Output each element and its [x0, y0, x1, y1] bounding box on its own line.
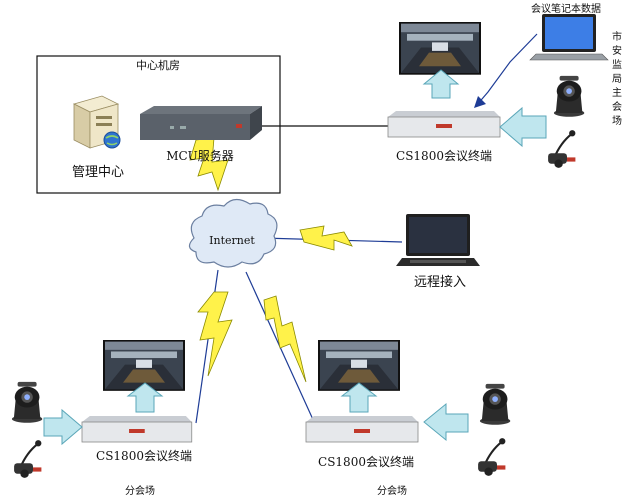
- management-label: 管理中心: [72, 165, 124, 180]
- remote-access-label: 远程接入: [414, 274, 466, 290]
- conference-terminal-icon: [81, 415, 193, 443]
- lightning-links: [189, 137, 353, 383]
- main-site-char: 市: [612, 30, 622, 43]
- microphone-icon: [13, 439, 43, 479]
- microphone-icon: [547, 129, 577, 169]
- branch-right-site-label: 分会场: [377, 484, 407, 497]
- management-server-icon: [72, 95, 121, 149]
- main-site-char: 监: [612, 58, 622, 71]
- main-site-char: 安: [612, 44, 622, 57]
- bolt-cloud-branch-right: [263, 295, 307, 383]
- laptop-link-arrowhead: [474, 96, 486, 108]
- branch-left-site-label: 分会场: [125, 484, 155, 497]
- cloud-label: Internet: [209, 234, 255, 247]
- mcu-server-icon: [140, 106, 262, 140]
- main-site-char: 主: [612, 87, 622, 99]
- main-site-char: 场: [612, 114, 622, 127]
- main-site-char: 局: [612, 73, 622, 85]
- branch-right-terminal-label: CS1800会议终端: [318, 454, 414, 469]
- camera-icon: [479, 383, 511, 425]
- branch-left-terminal-label: CS1800会议终端: [96, 448, 192, 463]
- microphone-icon: [477, 437, 507, 477]
- up-arrow-icon: [340, 382, 378, 413]
- main-site: CS1800会议终端 会议笔记本数据 市安监局主会场: [387, 2, 622, 169]
- internet-cloud: Internet: [188, 198, 278, 268]
- center-room: 中心机房 管理中心 MCU服务器: [36, 55, 281, 194]
- main-terminal-label: CS1800会议终端: [396, 148, 492, 163]
- main-site-vertical-label: 市安监局主会场: [612, 30, 622, 127]
- branch-right-site: CS1800会议终端 分会场: [305, 340, 511, 497]
- left-arrow-icon: [499, 106, 547, 148]
- bolt-mcu-cloud: [189, 137, 229, 192]
- cloud-shape: [188, 198, 278, 268]
- laptop-icon: [529, 14, 609, 61]
- mcu-label: MCU服务器: [166, 148, 234, 163]
- camera-icon: [11, 381, 43, 423]
- bolt-cloud-branch-left: [197, 291, 233, 377]
- right-arrow-icon: [43, 408, 83, 446]
- monitor-icon: [399, 22, 481, 75]
- conference-terminal-icon: [305, 415, 419, 443]
- branch-left-site: CS1800会议终端 分会场: [11, 340, 193, 497]
- main-site-char: 会: [612, 100, 622, 113]
- up-arrow-icon: [422, 69, 460, 99]
- conference-terminal-icon: [387, 110, 501, 138]
- remote-laptop-icon: [396, 214, 480, 266]
- laptop-data-link: [475, 33, 538, 107]
- center-room-title: 中心机房: [136, 58, 180, 72]
- camera-icon: [553, 75, 585, 117]
- bolt-cloud-remote: [299, 225, 353, 251]
- remote-access: 远程接入: [396, 214, 480, 290]
- center-room-box: [36, 55, 281, 194]
- left-arrow-icon: [423, 402, 469, 442]
- laptop-data-label: 会议笔记本数据: [531, 2, 601, 15]
- up-arrow-icon: [126, 382, 164, 413]
